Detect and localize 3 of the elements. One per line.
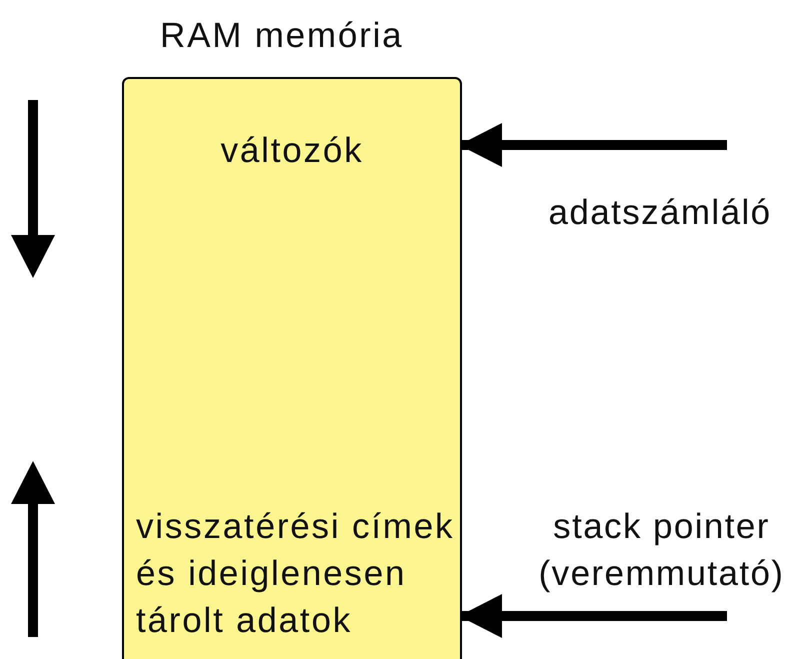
memory-region-label: visszatérési címek és ideiglenesen tárolt adatok bbox=[124, 503, 460, 644]
memory-region-label: változók bbox=[124, 127, 460, 174]
block-title: RAM memória bbox=[160, 15, 404, 57]
